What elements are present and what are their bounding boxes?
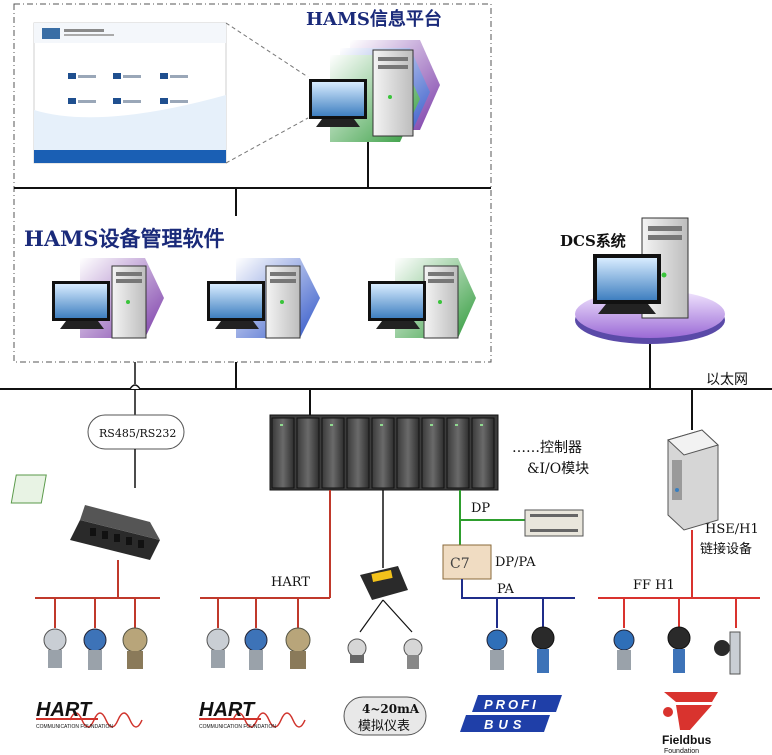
dp-pa-coupler: C7 (442, 544, 492, 580)
pa-label: PA (497, 582, 515, 597)
hart-logo-1: HART COMMUNICATION FOUNDATION (36, 699, 143, 730)
device-software-label: HAMS设备管理软件 (24, 226, 225, 251)
hart-logo-1-text: HART (36, 699, 93, 721)
software-screenshot (33, 22, 227, 164)
link-device (667, 429, 719, 531)
hart-logo-2: HART COMMUNICATION FOUNDATION (199, 699, 306, 730)
fieldbus-text: Fieldbus (662, 733, 712, 747)
profibus-top-text: PROFI (484, 697, 539, 712)
dp-pa-label: DP/PA (495, 555, 536, 570)
analog-meter-label: 模拟仪表 (358, 719, 410, 734)
info-platform-server (309, 40, 440, 142)
controller-rack (269, 414, 499, 491)
link-device-label: 链接设备 (700, 541, 752, 557)
hart-bus-1 (35, 597, 160, 628)
hart-bus-label: HART (271, 575, 310, 590)
io-module-label: &I/O模块 (527, 461, 589, 477)
rs485-label: RS485/RS232 (99, 427, 176, 440)
hart-logo-2-text: HART (199, 699, 256, 721)
hse-h1-label: HSE/H1 (705, 522, 759, 537)
analog-meter-box (343, 696, 427, 736)
hams-frame (13, 3, 492, 363)
analog-range-label: 4~20mA (362, 702, 420, 716)
svg-text:C7: C7 (450, 556, 470, 572)
pa-bus (496, 598, 544, 628)
ff-h1-label: FF H1 (633, 578, 675, 593)
rs485-box (87, 414, 185, 450)
hart-mux (10, 474, 160, 560)
hart-bus-2 (200, 597, 330, 628)
dp-plc (524, 509, 584, 537)
device-pc-3 (368, 258, 476, 339)
transmitters (43, 626, 741, 675)
hart-logo-1-sub: COMMUNICATION FOUNDATION (36, 724, 113, 730)
analog-converter (360, 566, 408, 600)
fieldbus-logo: Fieldbus Foundation (662, 692, 718, 755)
dcs-label: DCS系统 (560, 232, 626, 250)
profibus-bottom-text: BUS (484, 717, 526, 732)
dcs-station (575, 217, 725, 344)
ethernet-label: 以太网 (706, 372, 748, 388)
zoom-lines (225, 22, 309, 164)
profibus-logo: PROFI BUS (460, 695, 562, 732)
ff-h1-bus (598, 530, 760, 628)
fieldbus-sub-text: Foundation (664, 748, 699, 755)
device-pc-1 (52, 258, 164, 339)
device-pc-2 (207, 258, 320, 339)
controller-label: ……控制器 (512, 440, 582, 456)
hart-logo-2-sub: COMMUNICATION FOUNDATION (199, 724, 276, 730)
info-platform-label: HAMS信息平台 (306, 8, 442, 30)
dp-label: DP (471, 501, 490, 516)
